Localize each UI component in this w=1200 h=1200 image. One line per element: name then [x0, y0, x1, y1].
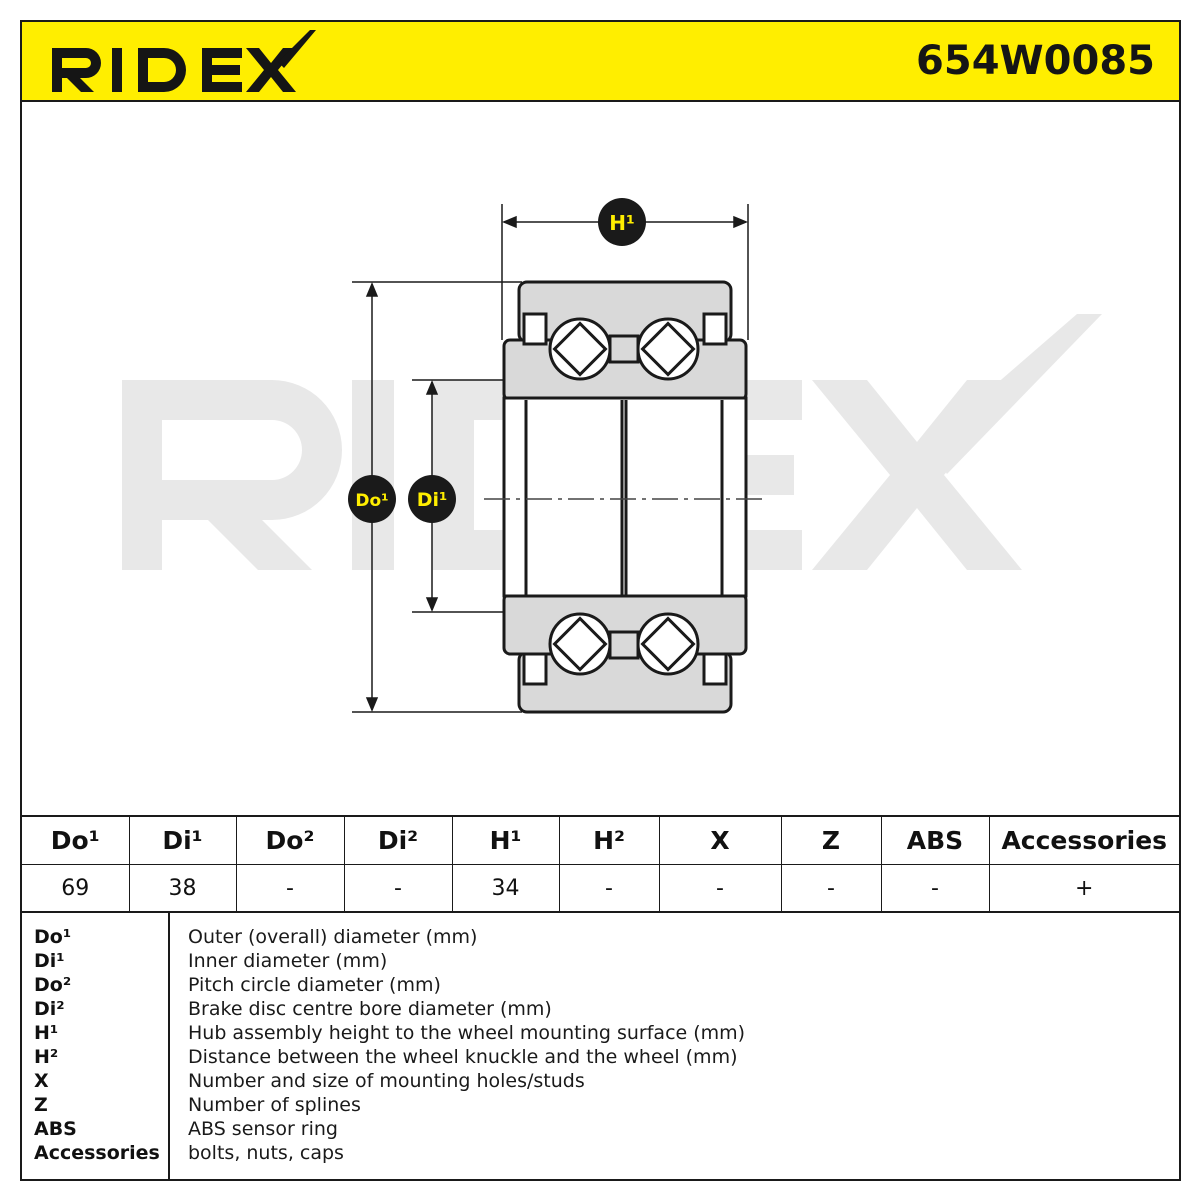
legend-description: Number of splines — [188, 1094, 361, 1116]
legend-key: ABS — [34, 1118, 77, 1140]
legend-description: Brake disc centre bore diameter (mm) — [188, 998, 552, 1020]
badge-do1: Do¹ — [348, 475, 396, 523]
badge-h1: H¹ — [598, 198, 646, 246]
col-header-accessories: Accessories — [988, 815, 1179, 865]
badge-di1: Di¹ — [408, 475, 456, 523]
col-header-x: X — [658, 815, 782, 865]
value-do2: - — [235, 863, 345, 913]
col-header-h1: H¹ — [451, 815, 560, 865]
legend-row: H² Distance between the wheel knuckle and… — [22, 1045, 1179, 1069]
legend-key: H² — [34, 1046, 59, 1068]
legend-row: Do² Pitch circle diameter (mm) — [22, 973, 1179, 997]
legend-description: bolts, nuts, caps — [188, 1142, 344, 1164]
svg-text:Do¹: Do¹ — [355, 491, 388, 511]
col-header-di1: Di¹ — [128, 815, 237, 865]
legend-description: Number and size of mounting holes/studs — [188, 1070, 585, 1092]
value-x: - — [658, 863, 782, 913]
ball-elements — [522, 312, 728, 686]
legend-description: Inner diameter (mm) — [188, 950, 388, 972]
legend-description: Outer (overall) diameter (mm) — [188, 926, 478, 948]
value-di2: - — [343, 863, 453, 913]
value-h1: 34 — [451, 863, 560, 913]
legend-key: H¹ — [34, 1022, 59, 1044]
value-accessories: + — [988, 863, 1179, 913]
legend-row: ABS ABS sensor ring — [22, 1117, 1179, 1141]
legend-key: Do¹ — [34, 926, 72, 948]
value-di1: 38 — [128, 863, 237, 913]
value-z: - — [780, 863, 882, 913]
legend-key: Do² — [34, 974, 72, 996]
legend-divider — [168, 913, 170, 1181]
col-header-do2: Do² — [235, 815, 345, 865]
legend-description: Hub assembly height to the wheel mountin… — [188, 1022, 746, 1044]
bearing-drawing: H¹ Do¹ Di¹ — [122, 198, 1102, 714]
col-header-abs: ABS — [880, 815, 990, 865]
value-abs: - — [880, 863, 990, 913]
legend-row: X Number and size of mounting holes/studs — [22, 1069, 1179, 1093]
legend-description: ABS sensor ring — [188, 1118, 338, 1140]
legend-description: Distance between the wheel knuckle and t… — [188, 1046, 738, 1068]
legend-row: Di² Brake disc centre bore diameter (mm) — [22, 997, 1179, 1021]
col-header-z: Z — [780, 815, 882, 865]
product-sheet: 654W0085 — [20, 20, 1181, 1181]
legend: Do¹ Outer (overall) diameter (mm) Di¹ Inne… — [22, 911, 1179, 1181]
legend-key: Z — [34, 1094, 48, 1116]
spec-value-row: 69 38 - - 34 - - - - + — [22, 863, 1179, 913]
legend-row: Do¹ Outer (overall) diameter (mm) — [22, 925, 1179, 949]
legend-key: Di¹ — [34, 950, 65, 972]
header-bar: 654W0085 — [22, 22, 1179, 102]
value-h2: - — [558, 863, 660, 913]
legend-row: Z Number of splines — [22, 1093, 1179, 1117]
spec-header-row: Do¹ Di¹ Do² Di² H¹ H² X Z ABS Accessorie… — [22, 815, 1179, 865]
legend-key: Accessories — [34, 1142, 160, 1164]
col-header-do1: Do¹ — [22, 815, 130, 865]
legend-row: H¹ Hub assembly height to the wheel mount… — [22, 1021, 1179, 1045]
legend-row: Di¹ Inner diameter (mm) — [22, 949, 1179, 973]
legend-key: Di² — [34, 998, 65, 1020]
value-do1: 69 — [22, 863, 130, 913]
legend-row: Accessories bolts, nuts, caps — [22, 1141, 1179, 1165]
svg-text:Di¹: Di¹ — [417, 489, 448, 511]
part-number: 654W0085 — [916, 38, 1155, 84]
spec-table: Do¹ Di¹ Do² Di² H¹ H² X Z ABS Accessorie… — [22, 815, 1179, 913]
col-header-h2: H² — [558, 815, 660, 865]
legend-description: Pitch circle diameter (mm) — [188, 974, 441, 996]
svg-text:H¹: H¹ — [609, 211, 635, 235]
col-header-di2: Di² — [343, 815, 453, 865]
legend-key: X — [34, 1070, 49, 1092]
ridex-logo — [52, 30, 316, 92]
